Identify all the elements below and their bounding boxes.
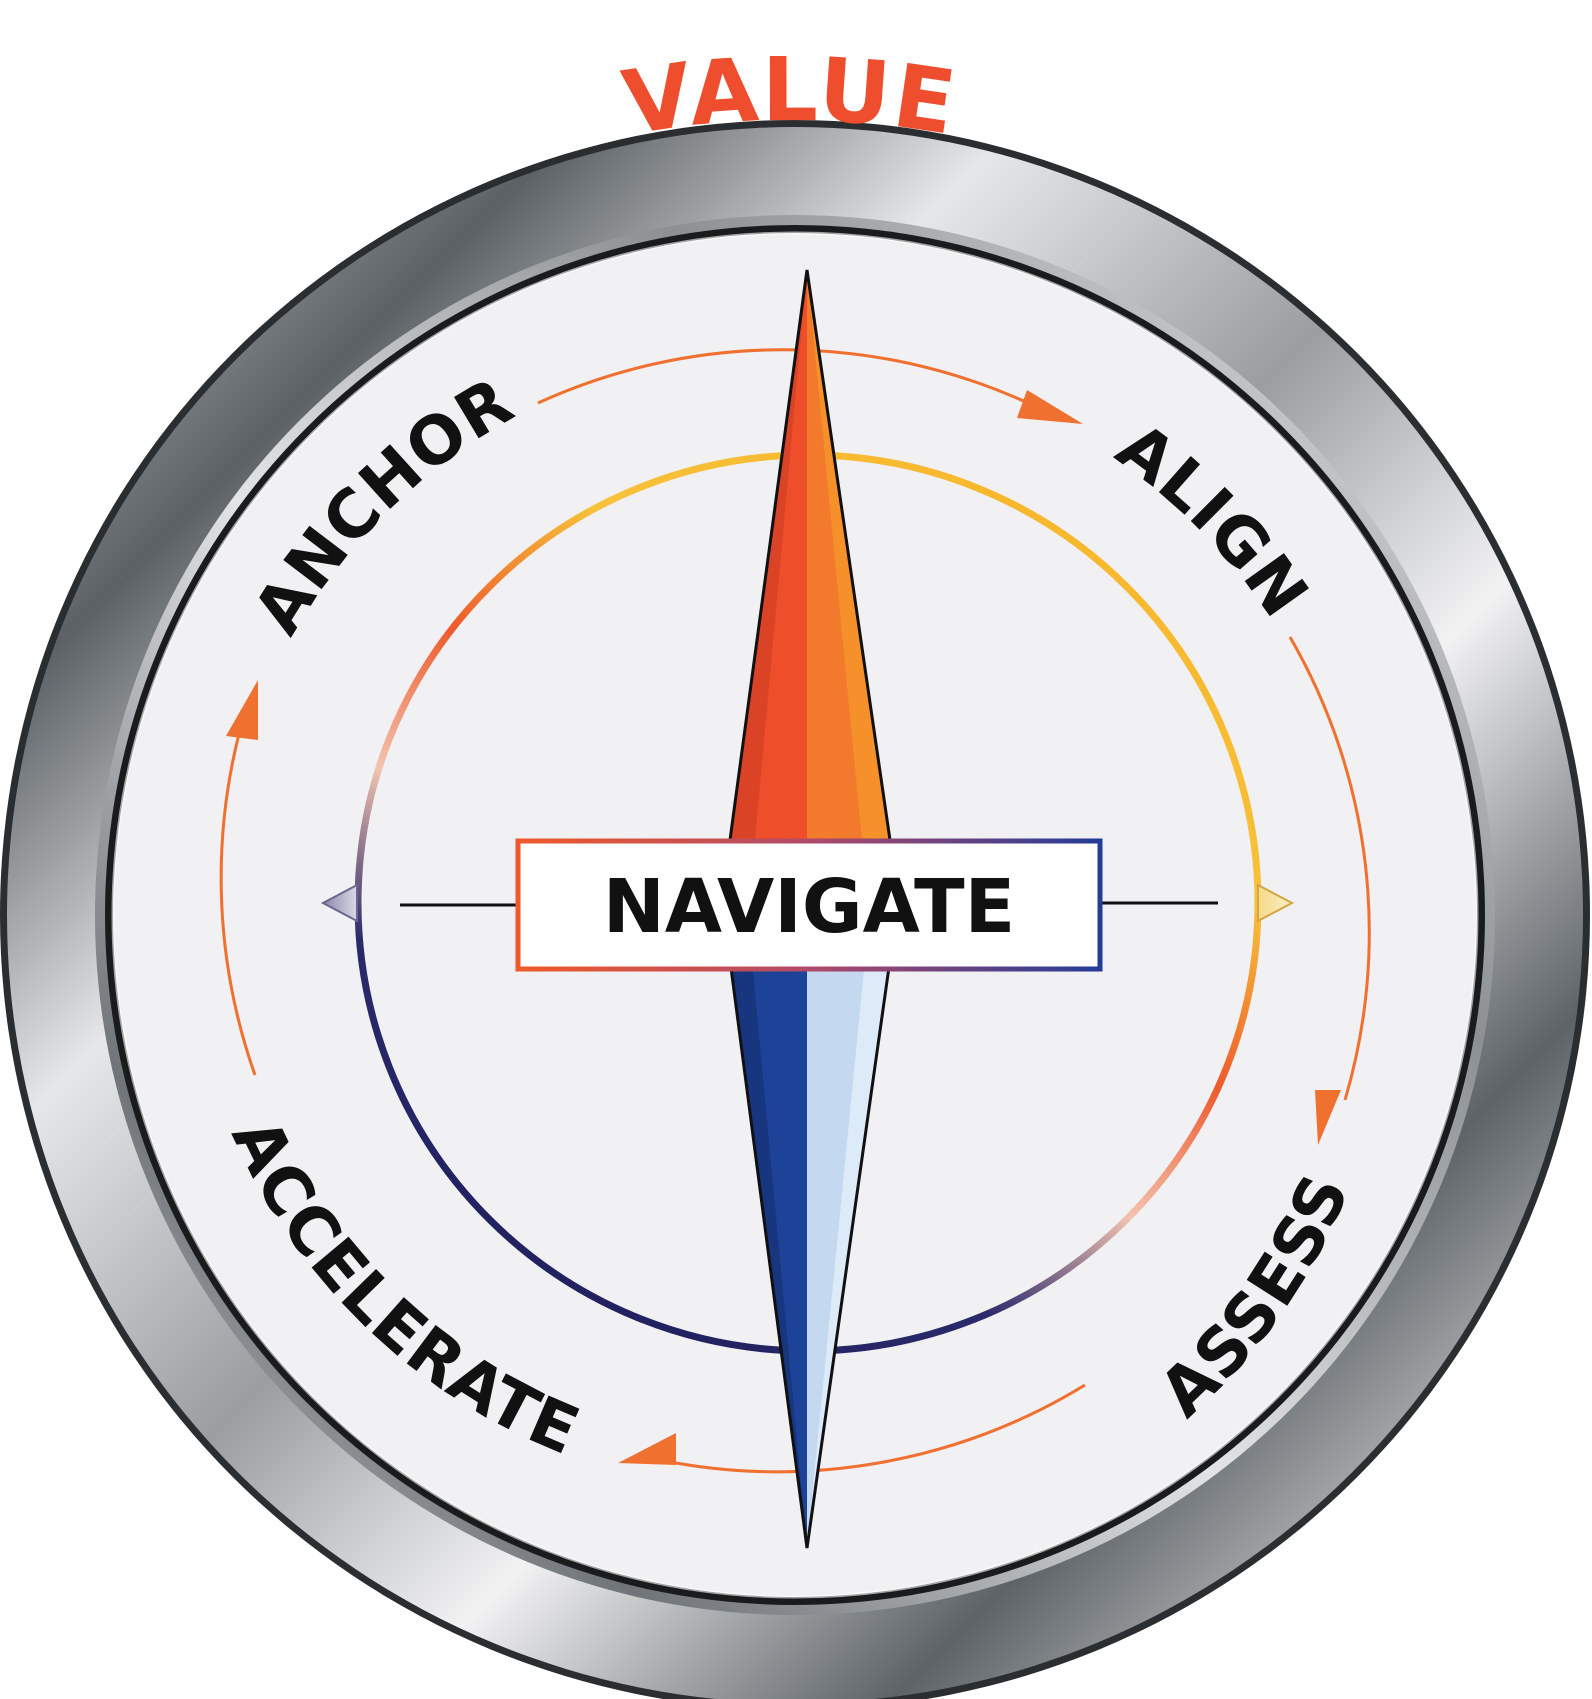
arrow-head-assess	[1315, 1090, 1341, 1145]
arrow-heads	[226, 390, 1341, 1465]
title-text: VALUE	[617, 38, 964, 155]
compass-needle-icon	[728, 269, 892, 1549]
center-label: NAVIGATE	[603, 864, 1015, 950]
arrow-head-align	[1017, 390, 1083, 424]
arrow-head-accelerate	[618, 1433, 676, 1465]
center-box: NAVIGATE	[515, 838, 1103, 972]
arrow-head-anchor	[226, 680, 258, 740]
title-group: VALUE	[617, 38, 964, 155]
east-tip-icon	[1257, 883, 1295, 923]
cycle-arrows	[219, 348, 1371, 1474]
west-tip-icon	[320, 883, 358, 923]
title-label: VALUE	[617, 38, 962, 155]
